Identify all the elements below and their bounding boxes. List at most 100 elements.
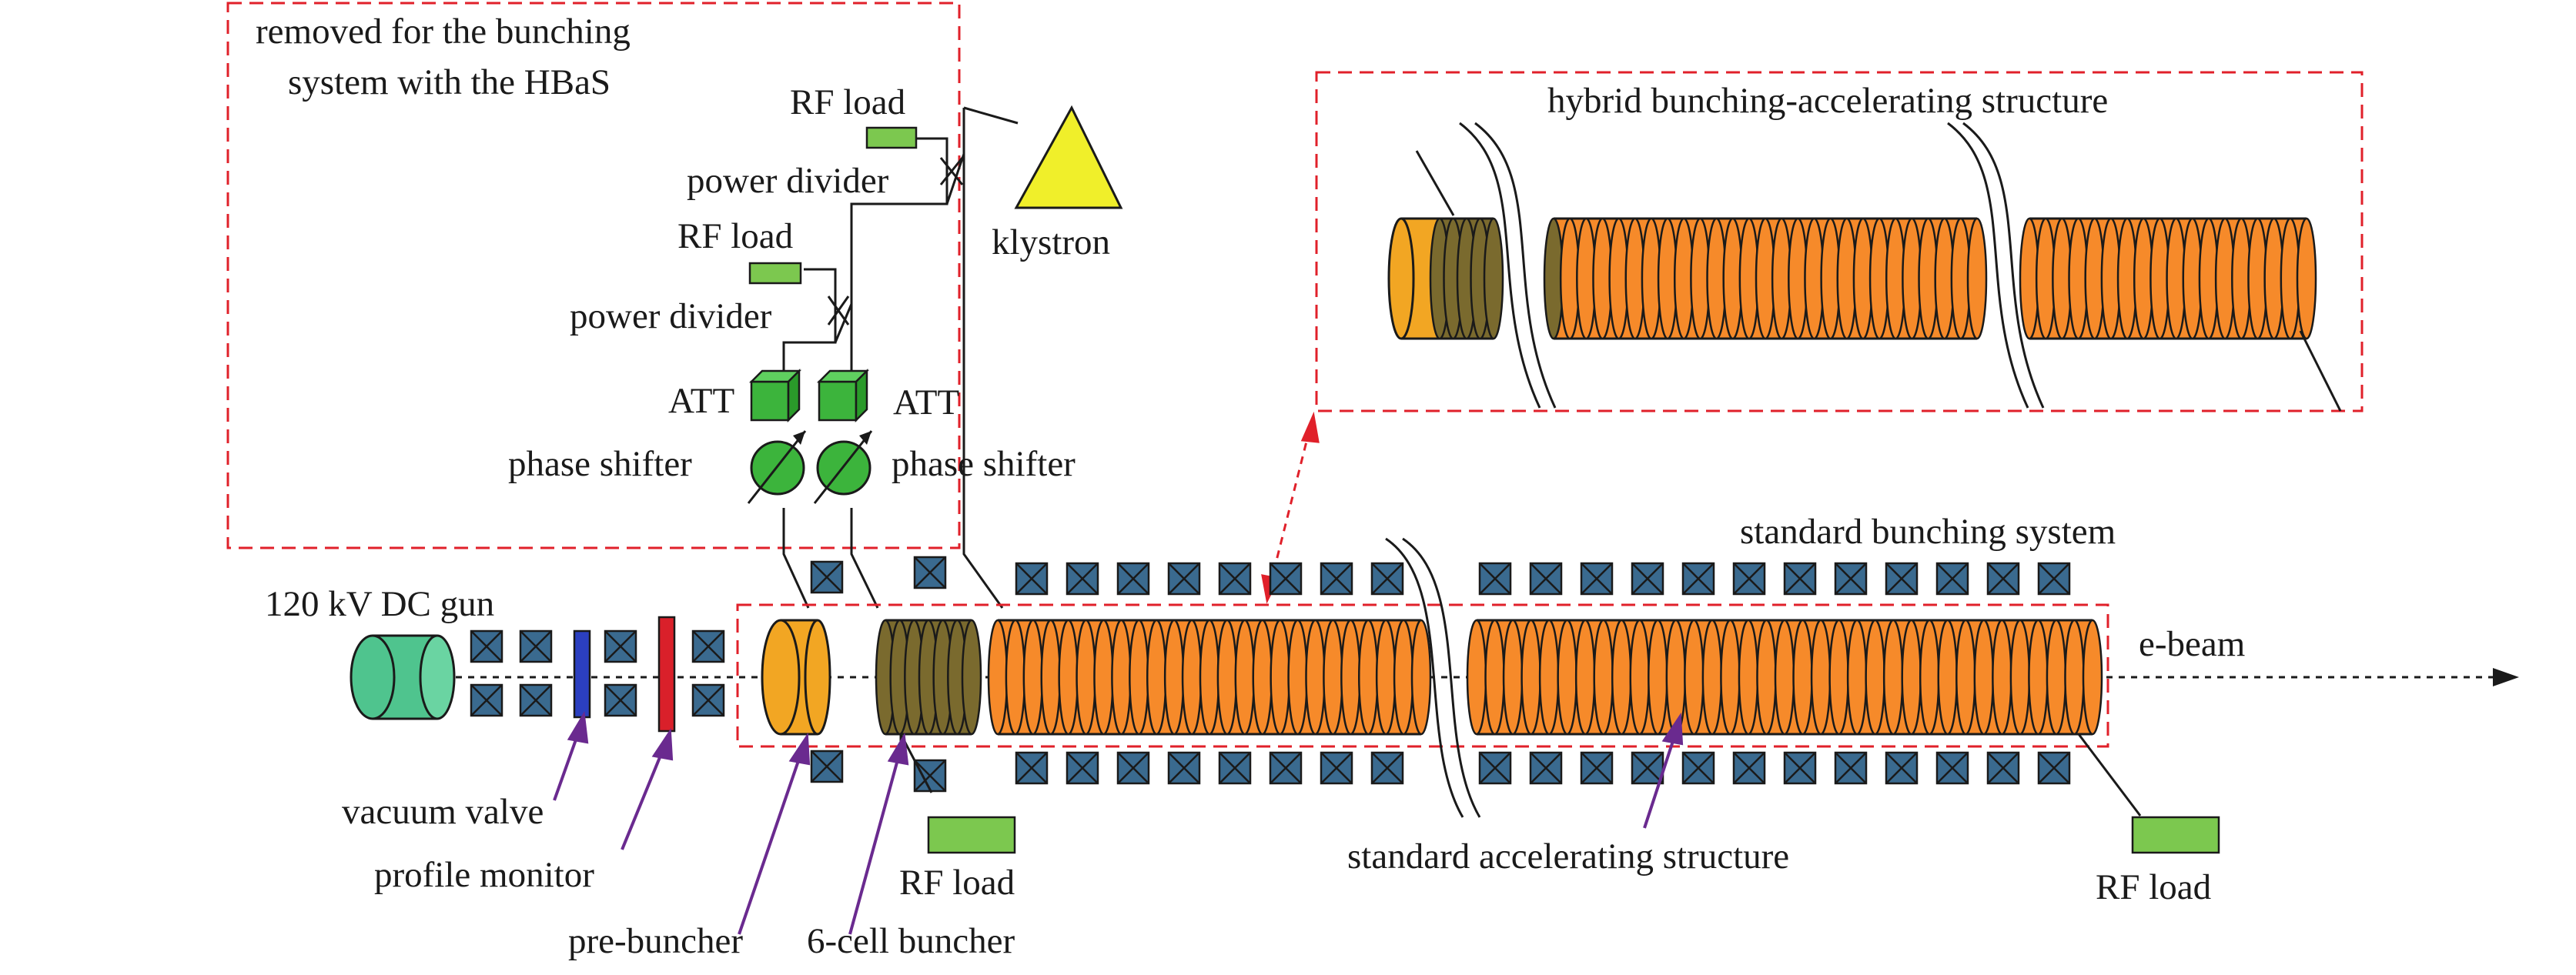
ebeam-label: e-beam: [2139, 624, 2245, 664]
crossed-square-icon: [1935, 562, 1969, 596]
removed-label-line2: system with the HBaS: [288, 62, 611, 102]
crossed-square-icon: [1320, 751, 1353, 785]
crossed-square-icon: [1116, 751, 1150, 785]
power-divider-top-label: power divider: [687, 161, 889, 201]
crossed-square-icon: [1218, 562, 1252, 596]
crossed-square-icon: [810, 560, 844, 594]
rf-load-bottom-label: RF load: [899, 863, 1015, 903]
crossed-square-icon: [2037, 751, 2071, 785]
crossed-square-icon: [1529, 562, 1563, 596]
att-left-label: ATT: [668, 381, 734, 421]
att-right-label: ATT: [893, 382, 959, 422]
rf-load-top: [865, 126, 918, 149]
accelerating-structures: [875, 619, 2103, 736]
crossed-square-icon: [1015, 751, 1049, 785]
crossed-square-icon: [1631, 562, 1664, 596]
crossed-square-icon: [1986, 751, 2020, 785]
six-cell-buncher: [875, 619, 982, 736]
crossed-square-icon: [519, 629, 553, 663]
crossed-square-icon: [810, 750, 844, 783]
crossed-square-icon: [1732, 562, 1766, 596]
crossed-square-icon: [1885, 751, 1919, 785]
crossed-square-icon: [1116, 562, 1150, 596]
hybrid-buncher-cells: [1429, 217, 1504, 340]
crossed-square-icon: [1269, 562, 1303, 596]
beam-arrowhead: [2493, 668, 2519, 686]
crossed-square-icon: [1370, 751, 1404, 785]
crossed-square-icon: [691, 629, 725, 663]
crossed-square-icon: [913, 759, 947, 793]
crossed-square-icon: [1834, 562, 1868, 596]
rf-load-bottom: [927, 816, 1016, 854]
inset-break-lines: [1415, 122, 2342, 412]
crossed-square-icon: [1631, 751, 1664, 785]
removed-label-line1: removed for the bunching: [256, 12, 631, 52]
hybrid-accel-section-2: [2019, 217, 2317, 340]
rf-load-mid-label: RF load: [677, 216, 793, 256]
power-divider-cross-top: [939, 157, 964, 185]
cube-icon: [816, 368, 870, 423]
crossed-square-icon: [1218, 751, 1252, 785]
standard-bunching-label: standard bunching system: [1740, 512, 2116, 552]
crossed-square-icon: [1986, 562, 2020, 596]
crossed-square-icon: [1834, 751, 1868, 785]
rf-load-right-label: RF load: [2096, 867, 2211, 907]
crossed-square-icon: [470, 629, 503, 663]
crossed-square-icon: [1370, 562, 1404, 596]
waveguide-lines: [782, 106, 1019, 609]
phase-shifter-right-label: phase shifter: [892, 444, 1076, 484]
gun-label: 120 kV DC gun: [265, 584, 494, 624]
crossed-square-icon: [1066, 751, 1099, 785]
crossed-square-icon: [691, 683, 725, 717]
crossed-square-icon: [1529, 751, 1563, 785]
crossed-square-icon: [1783, 562, 1817, 596]
crossed-square-icon: [1681, 562, 1715, 596]
power-divider-mid-label: power divider: [570, 296, 772, 336]
crossed-square-icon: [470, 683, 503, 717]
six-cell-buncher-label: 6-cell buncher: [807, 921, 1015, 961]
hybrid-structure-label: hybrid bunching-accelerating structure: [1547, 81, 2108, 121]
hybrid-accel-section-1: [1543, 217, 1988, 340]
crossed-square-icon: [1732, 751, 1766, 785]
removed-region-box: [226, 2, 961, 549]
dc-gun: [350, 634, 456, 720]
rf-load-right: [2131, 816, 2220, 854]
crossed-square-icon: [1935, 751, 1969, 785]
pointer-arrows: [553, 710, 1684, 935]
pre-buncher-label: pre-buncher: [568, 921, 743, 961]
crossed-square-icon: [1478, 562, 1512, 596]
profile-monitor-label: profile monitor: [374, 855, 594, 895]
crossed-square-icon: [1580, 751, 1614, 785]
crossed-square-icon: [1269, 751, 1303, 785]
vacuum-valve: [573, 629, 591, 719]
crossed-square-icon: [2037, 562, 2071, 596]
crossed-square-icon: [604, 629, 637, 663]
hybrid-inset-box: [1315, 71, 2364, 412]
standard-bunching-box: [736, 603, 2109, 748]
variable-circle-icon: [747, 430, 807, 504]
standard-accel-section-1: [987, 619, 1432, 736]
klystron-label: klystron: [992, 222, 1110, 262]
profile-monitor: [657, 616, 676, 733]
cube-icon: [748, 368, 802, 423]
crossed-square-icon: [1885, 562, 1919, 596]
crossed-square-icon: [1167, 751, 1201, 785]
rf-load-mid: [748, 262, 802, 285]
crossed-square-icon: [519, 683, 553, 717]
crossed-square-icon: [1320, 562, 1353, 596]
crossed-square-icon: [1167, 562, 1201, 596]
crossed-square-icon: [1066, 562, 1099, 596]
crossed-square-icon: [604, 683, 637, 717]
vacuum-valve-label: vacuum valve: [342, 792, 544, 832]
crossed-square-icon: [1681, 751, 1715, 785]
pre-buncher: [761, 619, 831, 736]
triangle-icon: [1014, 105, 1123, 209]
variable-circle-icon: [813, 430, 873, 504]
power-divider-cross-mid: [827, 296, 850, 326]
standard-accel-label: standard accelerating structure: [1347, 836, 1789, 876]
crossed-square-icon: [1783, 751, 1817, 785]
crossed-square-icon: [913, 556, 947, 589]
crossed-square-icon: [1580, 562, 1614, 596]
